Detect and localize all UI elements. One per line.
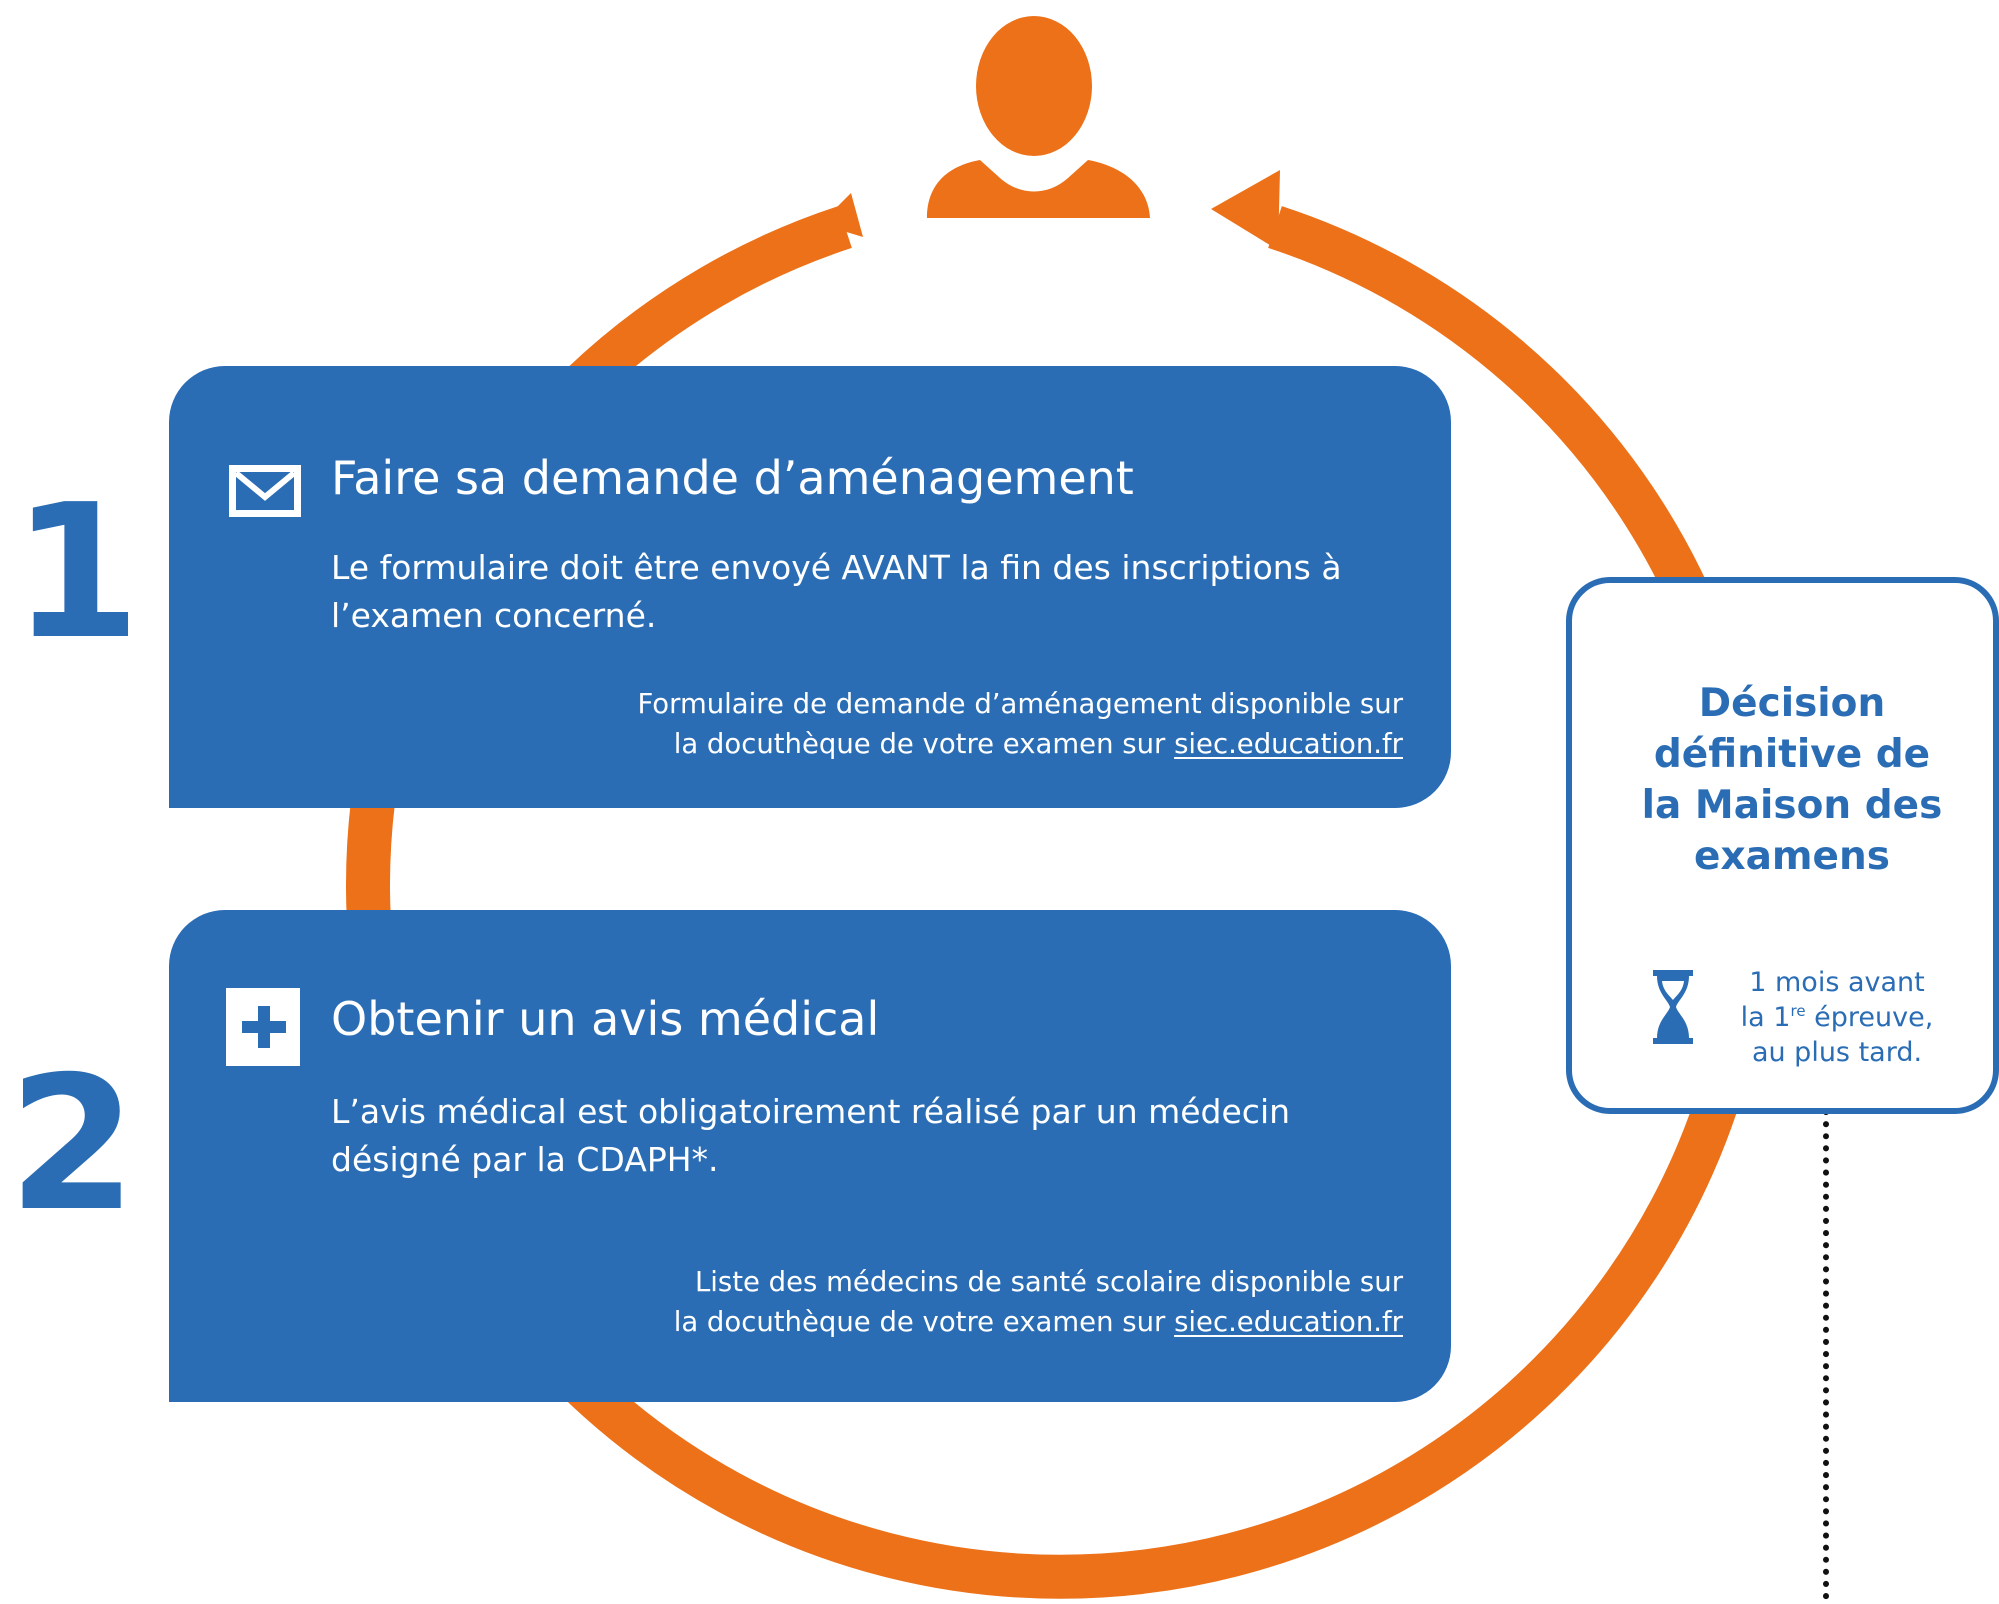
envelope-icon — [229, 465, 301, 517]
resource-note-text: la docuthèque de votre examen sur — [673, 728, 1175, 760]
resource-note-line: la docuthèque de votre examen sur siec.e… — [637, 724, 1403, 764]
siec-link[interactable]: siec.education.fr — [1174, 1306, 1403, 1338]
resource-note-line: Liste des médecins de santé scolaire dis… — [694, 1266, 1403, 1298]
siec-link[interactable]: siec.education.fr — [1174, 728, 1403, 760]
step-title: Obtenir un avis médical — [331, 992, 880, 1046]
ordinal-suffix: re — [1790, 1002, 1806, 1020]
arrowhead-right-icon — [1211, 170, 1280, 250]
step-number-1: 1 — [12, 464, 141, 680]
decision-title-line: examens — [1694, 834, 1890, 879]
step-resource-note: Formulaire de demande d’aménagement disp… — [637, 684, 1403, 764]
decision-title: Décision définitive de la Maison des exa… — [1572, 678, 1999, 882]
timing-line: la 1re épreuve, — [1740, 1002, 1934, 1033]
step-description: L’avis médical est obligatoirement réali… — [331, 1092, 1291, 1179]
step-card-avis-medical: Obtenir un avis médical L’avis médical e… — [169, 910, 1451, 1402]
decision-title-line: Décision — [1698, 681, 1886, 726]
step-card-demande: Faire sa demande d’aménagement Le formul… — [169, 366, 1451, 808]
medical-cross-icon — [226, 988, 300, 1066]
step-title: Faire sa demande d’aménagement — [331, 451, 1134, 505]
arrowhead-left-icon — [820, 193, 863, 237]
step-number-2: 2 — [8, 1036, 137, 1252]
timing-line: au plus tard. — [1751, 1037, 1923, 1068]
decision-title-line: définitive de — [1653, 732, 1931, 777]
step-description: Le formulaire doit être envoyé AVANT la … — [331, 548, 1342, 635]
step-resource-note: Liste des médecins de santé scolaire dis… — [674, 1262, 1403, 1342]
decision-box: Décision définitive de la Maison des exa… — [1566, 577, 1999, 1114]
resource-note-text: la docuthèque de votre examen sur — [673, 1306, 1175, 1338]
timing-line: 1 mois avant — [1749, 967, 1925, 998]
decision-title-line: la Maison des — [1641, 783, 1943, 828]
hourglass-icon — [1653, 970, 1693, 1044]
resource-note-line: la docuthèque de votre examen sur siec.e… — [674, 1302, 1403, 1342]
decision-timing: 1 mois avant la 1re épreuve, au plus tar… — [1712, 965, 1962, 1070]
user-avatar-icon — [927, 16, 1150, 218]
resource-note-line: Formulaire de demande d’aménagement disp… — [637, 688, 1403, 720]
